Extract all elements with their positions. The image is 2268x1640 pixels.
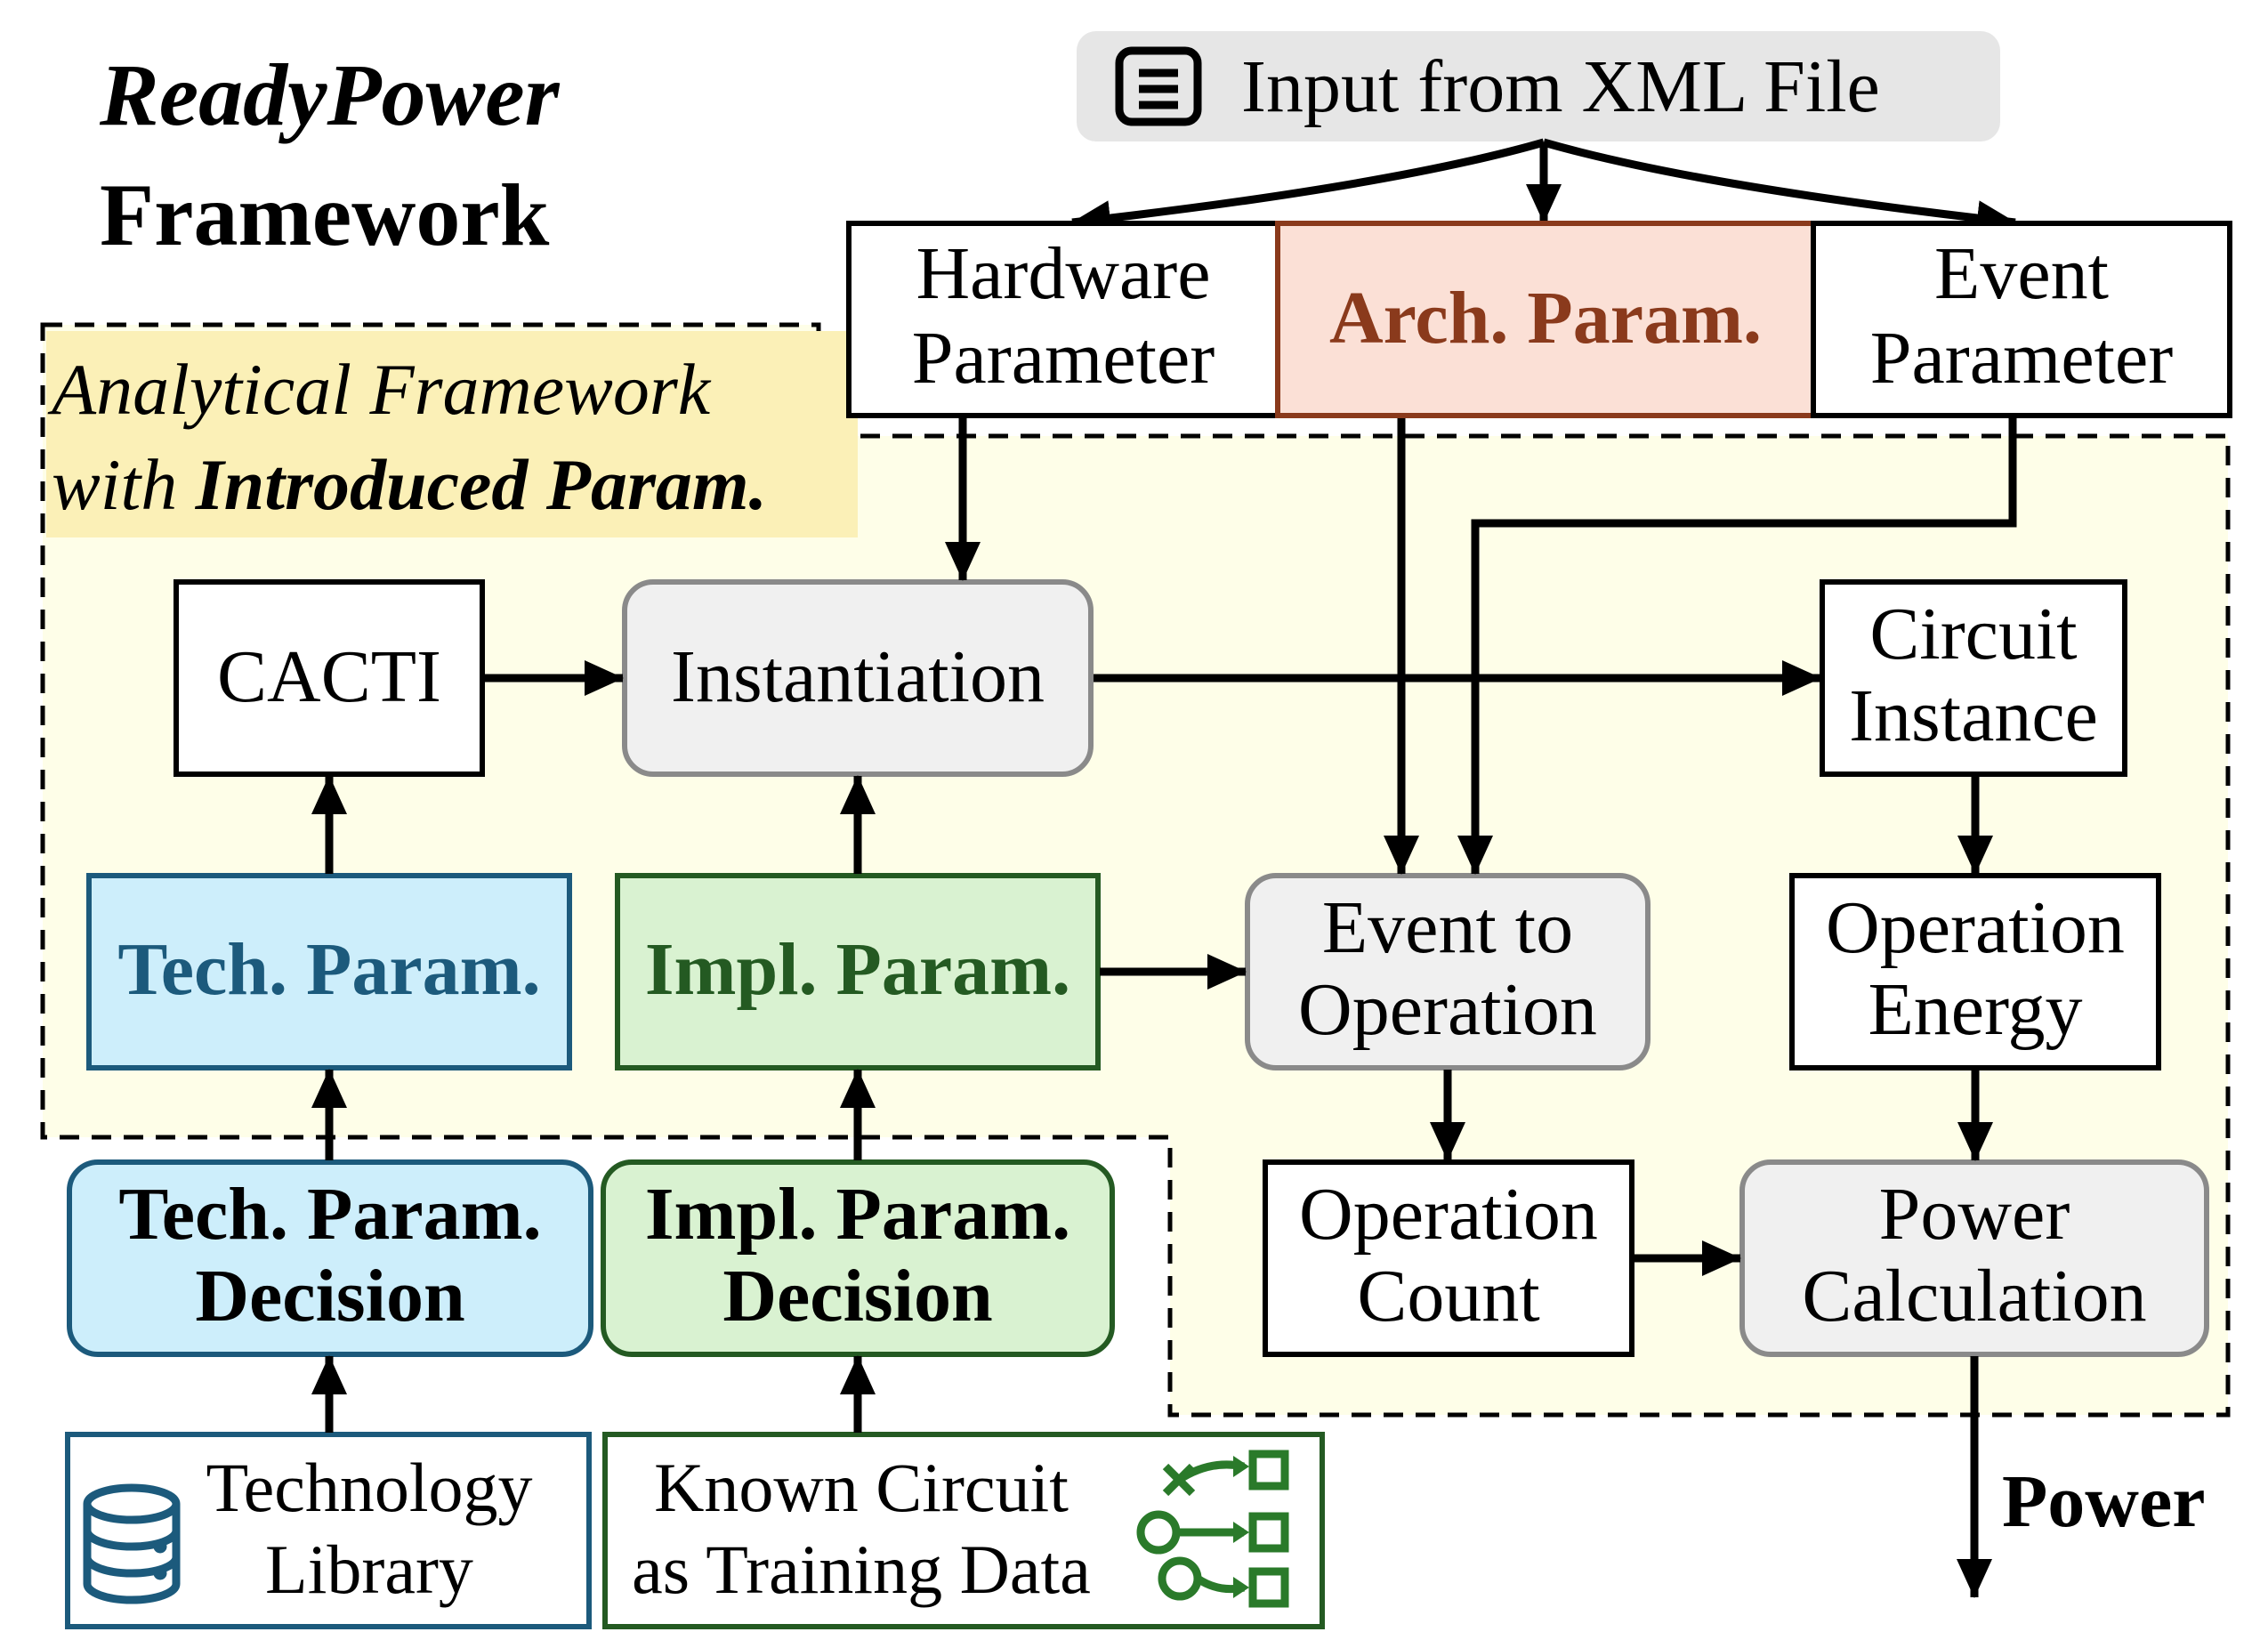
analytical-label-line2: with Introduced Param. — [52, 444, 767, 525]
circuit-instance-line2: Instance — [1849, 675, 2098, 757]
hardware-parameter-line1: Hardware — [916, 232, 1210, 315]
known-circuit-line2: as Training Data — [632, 1531, 1091, 1608]
power-calculation-line2: Calculation — [1802, 1255, 2146, 1337]
tech-param-label: Tech. Param. — [117, 928, 540, 1011]
power-calculation-line1: Power — [1879, 1173, 2070, 1256]
document-lines-icon — [1115, 46, 1202, 126]
training-icon-arrowheads — [1233, 1456, 1249, 1598]
event-parameter-line2: Parameter — [1870, 317, 2173, 400]
xml-to-event-arrow — [1542, 138, 2016, 237]
impl-param-box — [615, 873, 1101, 1070]
tech-decision-line1: Tech. Param. — [118, 1173, 541, 1256]
impl-param-label: Impl. Param. — [645, 928, 1070, 1011]
xml-to-hardware-arrow — [1071, 138, 1546, 237]
circuit-instance-box — [1820, 579, 2127, 777]
framework-title: Framework — [100, 166, 550, 264]
impl-decision-box — [601, 1159, 1115, 1357]
hardware-parameter-line2: Parameter — [912, 317, 1215, 400]
operation-energy-box — [1789, 873, 2161, 1070]
hardware-parameter-box — [846, 221, 1280, 418]
circuit-instance-line1: Circuit — [1869, 593, 2077, 675]
operation-energy-line2: Energy — [1868, 968, 2082, 1051]
instantiation-box — [622, 579, 1094, 777]
event-to-operation-box — [1245, 873, 1651, 1070]
xml-input-box — [1077, 31, 2000, 141]
event-parameter-line1: Event — [1934, 232, 2109, 315]
operation-count-box — [1263, 1159, 1634, 1357]
technology-library-line2: Library — [265, 1531, 473, 1608]
power-output-label: Power — [2002, 1460, 2206, 1543]
analytical-label-highlight — [46, 331, 858, 537]
tech-param-box — [86, 873, 572, 1070]
event-param-to-event-operation-arrow — [1457, 418, 2017, 875]
event-to-operation-line1: Event to — [1322, 886, 1573, 969]
xml-input-label: Input from XML File — [1241, 45, 1880, 128]
arch-param-label: Arch. Param. — [1329, 277, 1762, 360]
impl-decision-line2: Decision — [722, 1255, 992, 1337]
power-calculation-box — [1739, 1159, 2209, 1357]
technology-library-line1: Technology — [206, 1449, 532, 1526]
framework-title-italic: ReadyPower — [99, 45, 561, 144]
database-icon — [83, 1483, 181, 1604]
event-parameter-box — [1811, 221, 2232, 418]
impl-decision-line1: Impl. Param. — [645, 1173, 1070, 1256]
cacti-box — [174, 579, 485, 777]
operation-count-line2: Count — [1357, 1255, 1539, 1337]
analytical-label-line1: Analytical Framework — [47, 349, 712, 430]
instantiation-label: Instantiation — [671, 635, 1045, 718]
tech-decision-line2: Decision — [195, 1255, 464, 1337]
tech-decision-box — [67, 1159, 593, 1357]
operation-energy-line1: Operation — [1826, 886, 2125, 969]
event-to-operation-line2: Operation — [1298, 968, 1597, 1051]
operation-count-line1: Operation — [1299, 1173, 1598, 1256]
known-circuit-line1: Known Circuit — [654, 1449, 1069, 1526]
cacti-label: CACTI — [217, 635, 441, 718]
